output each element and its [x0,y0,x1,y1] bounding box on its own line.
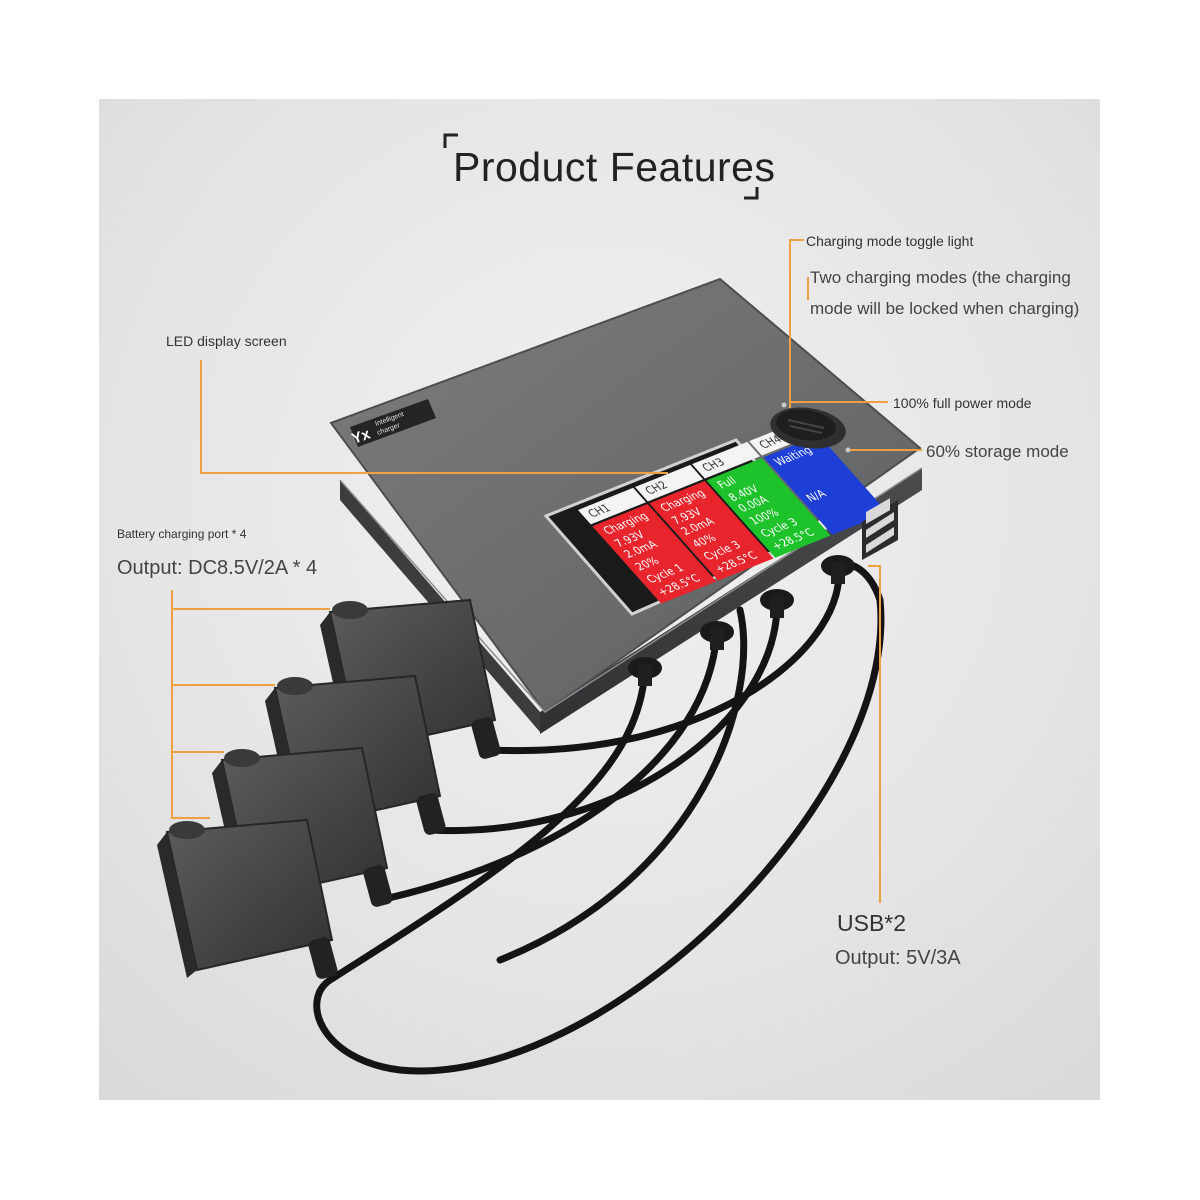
full-power-label: 100% full power mode [893,395,1032,411]
full-power-indicator-light [781,402,787,408]
leader-toggle-light [789,239,804,408]
two-modes-line2: mode will be locked when charging) [810,299,1080,318]
storage-label: 60% storage mode [926,442,1069,461]
channel-status-bg [649,481,774,581]
cable-3 [426,596,781,835]
charger-rim [339,467,923,713]
page-title: Product Features [453,144,776,190]
callout-lines [171,239,922,903]
usb-ports[interactable] [862,498,898,560]
usb-port-2 [866,527,894,553]
channel-level: N/A [803,487,829,504]
bracket-bottom-right [744,187,759,200]
leader-usb [868,565,881,903]
logo-text: Yx [350,425,374,447]
usb-label: USB*2 [837,910,907,936]
channel-status: Full [714,474,739,491]
storage-indicator-light [845,447,851,453]
battery-plugs [157,598,501,979]
battery-plug-4 [157,818,338,979]
channel-status-bg [763,435,888,535]
port-output-label: Output: DC8.5V/2A * 4 [117,557,318,579]
mode-toggle-button[interactable] [768,403,849,453]
port-count-label: Battery charging port * 4 [117,527,247,541]
port-3 [760,589,794,618]
channel-header-bg [635,464,704,502]
cable-5 [496,606,748,964]
title-brackets [443,133,759,200]
leader-ports-vertical [171,590,210,819]
channel-header-bg [578,487,647,525]
channel-header-bg [692,441,761,479]
led-display-label: LED display screen [166,333,287,349]
toggle-light-label: Charging mode toggle light [806,233,974,249]
usb-output-label: Output: 5V/3A [835,947,961,969]
channel-status-bg [706,458,831,558]
port-1 [628,657,662,686]
port-4 [821,555,855,584]
dc-output-ports[interactable] [628,555,855,686]
leader-led [200,360,668,474]
port-2 [700,621,734,650]
bracket-top-left [443,133,458,148]
cable-4 [486,561,843,755]
channel-status-bg [592,504,717,604]
two-modes-line1: Two charging modes (the charging [810,268,1071,287]
usb-port-1 [866,512,894,538]
